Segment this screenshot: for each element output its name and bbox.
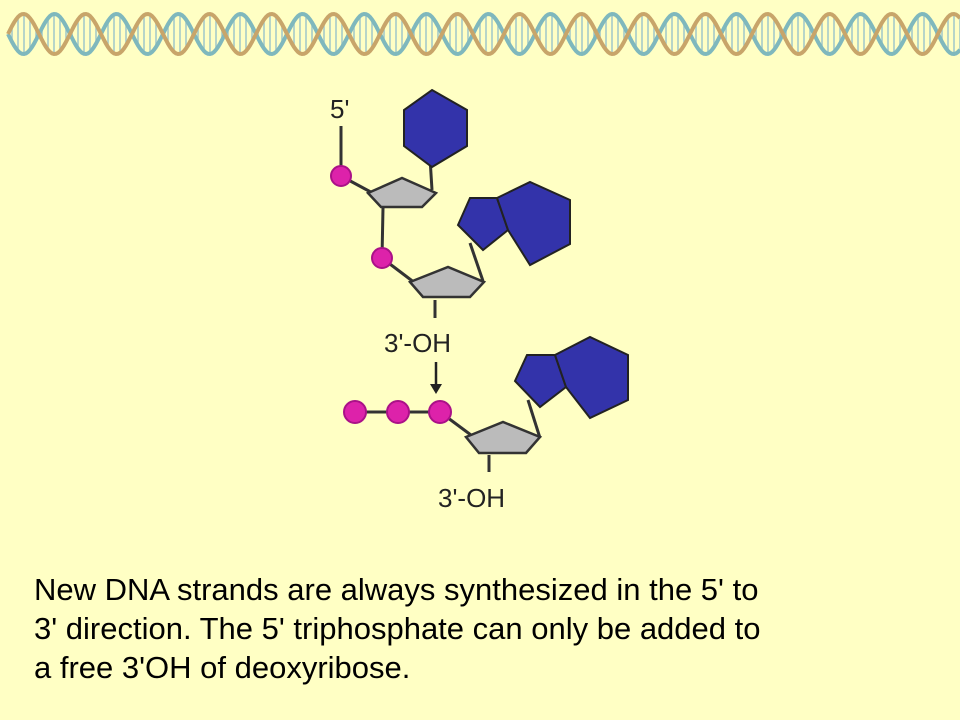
phosphate-group (428, 400, 452, 424)
bond-line (468, 242, 485, 282)
helix-strand (6, 11, 960, 57)
caption-line: 3' direction. The 5' triphosphate can on… (34, 611, 761, 646)
dna-helix-icon (6, 11, 960, 57)
phosphate-group (371, 247, 393, 269)
purine-base-1 (456, 180, 571, 267)
helix-strand (6, 11, 960, 57)
caption-line: New DNA strands are always synthesized i… (34, 572, 759, 607)
deoxyribose-sugar-1 (365, 176, 439, 209)
dna-synthesis-diagram: 5' 3'-OH 3'-OH (330, 88, 629, 513)
caption-line: a free 3'OH of deoxyribose. (34, 650, 411, 685)
phosphate-group (343, 400, 367, 424)
caption-text: New DNA strands are always synthesized i… (34, 570, 934, 687)
arrow-down-icon (430, 384, 442, 394)
dna-helix-banner (6, 11, 960, 57)
purine-base-2 (513, 335, 629, 420)
three-oh-label-lower: 3'-OH (438, 483, 505, 513)
deoxyribose-sugar-2 (407, 265, 487, 299)
phosphate-group (330, 165, 352, 187)
three-oh-label-upper: 3'-OH (384, 328, 451, 358)
deoxyribose-sugar-3 (463, 420, 543, 455)
bond-line (526, 399, 542, 439)
purine-ring (403, 88, 468, 169)
phosphate-group (386, 400, 410, 424)
five-prime-label: 5' (330, 94, 349, 124)
